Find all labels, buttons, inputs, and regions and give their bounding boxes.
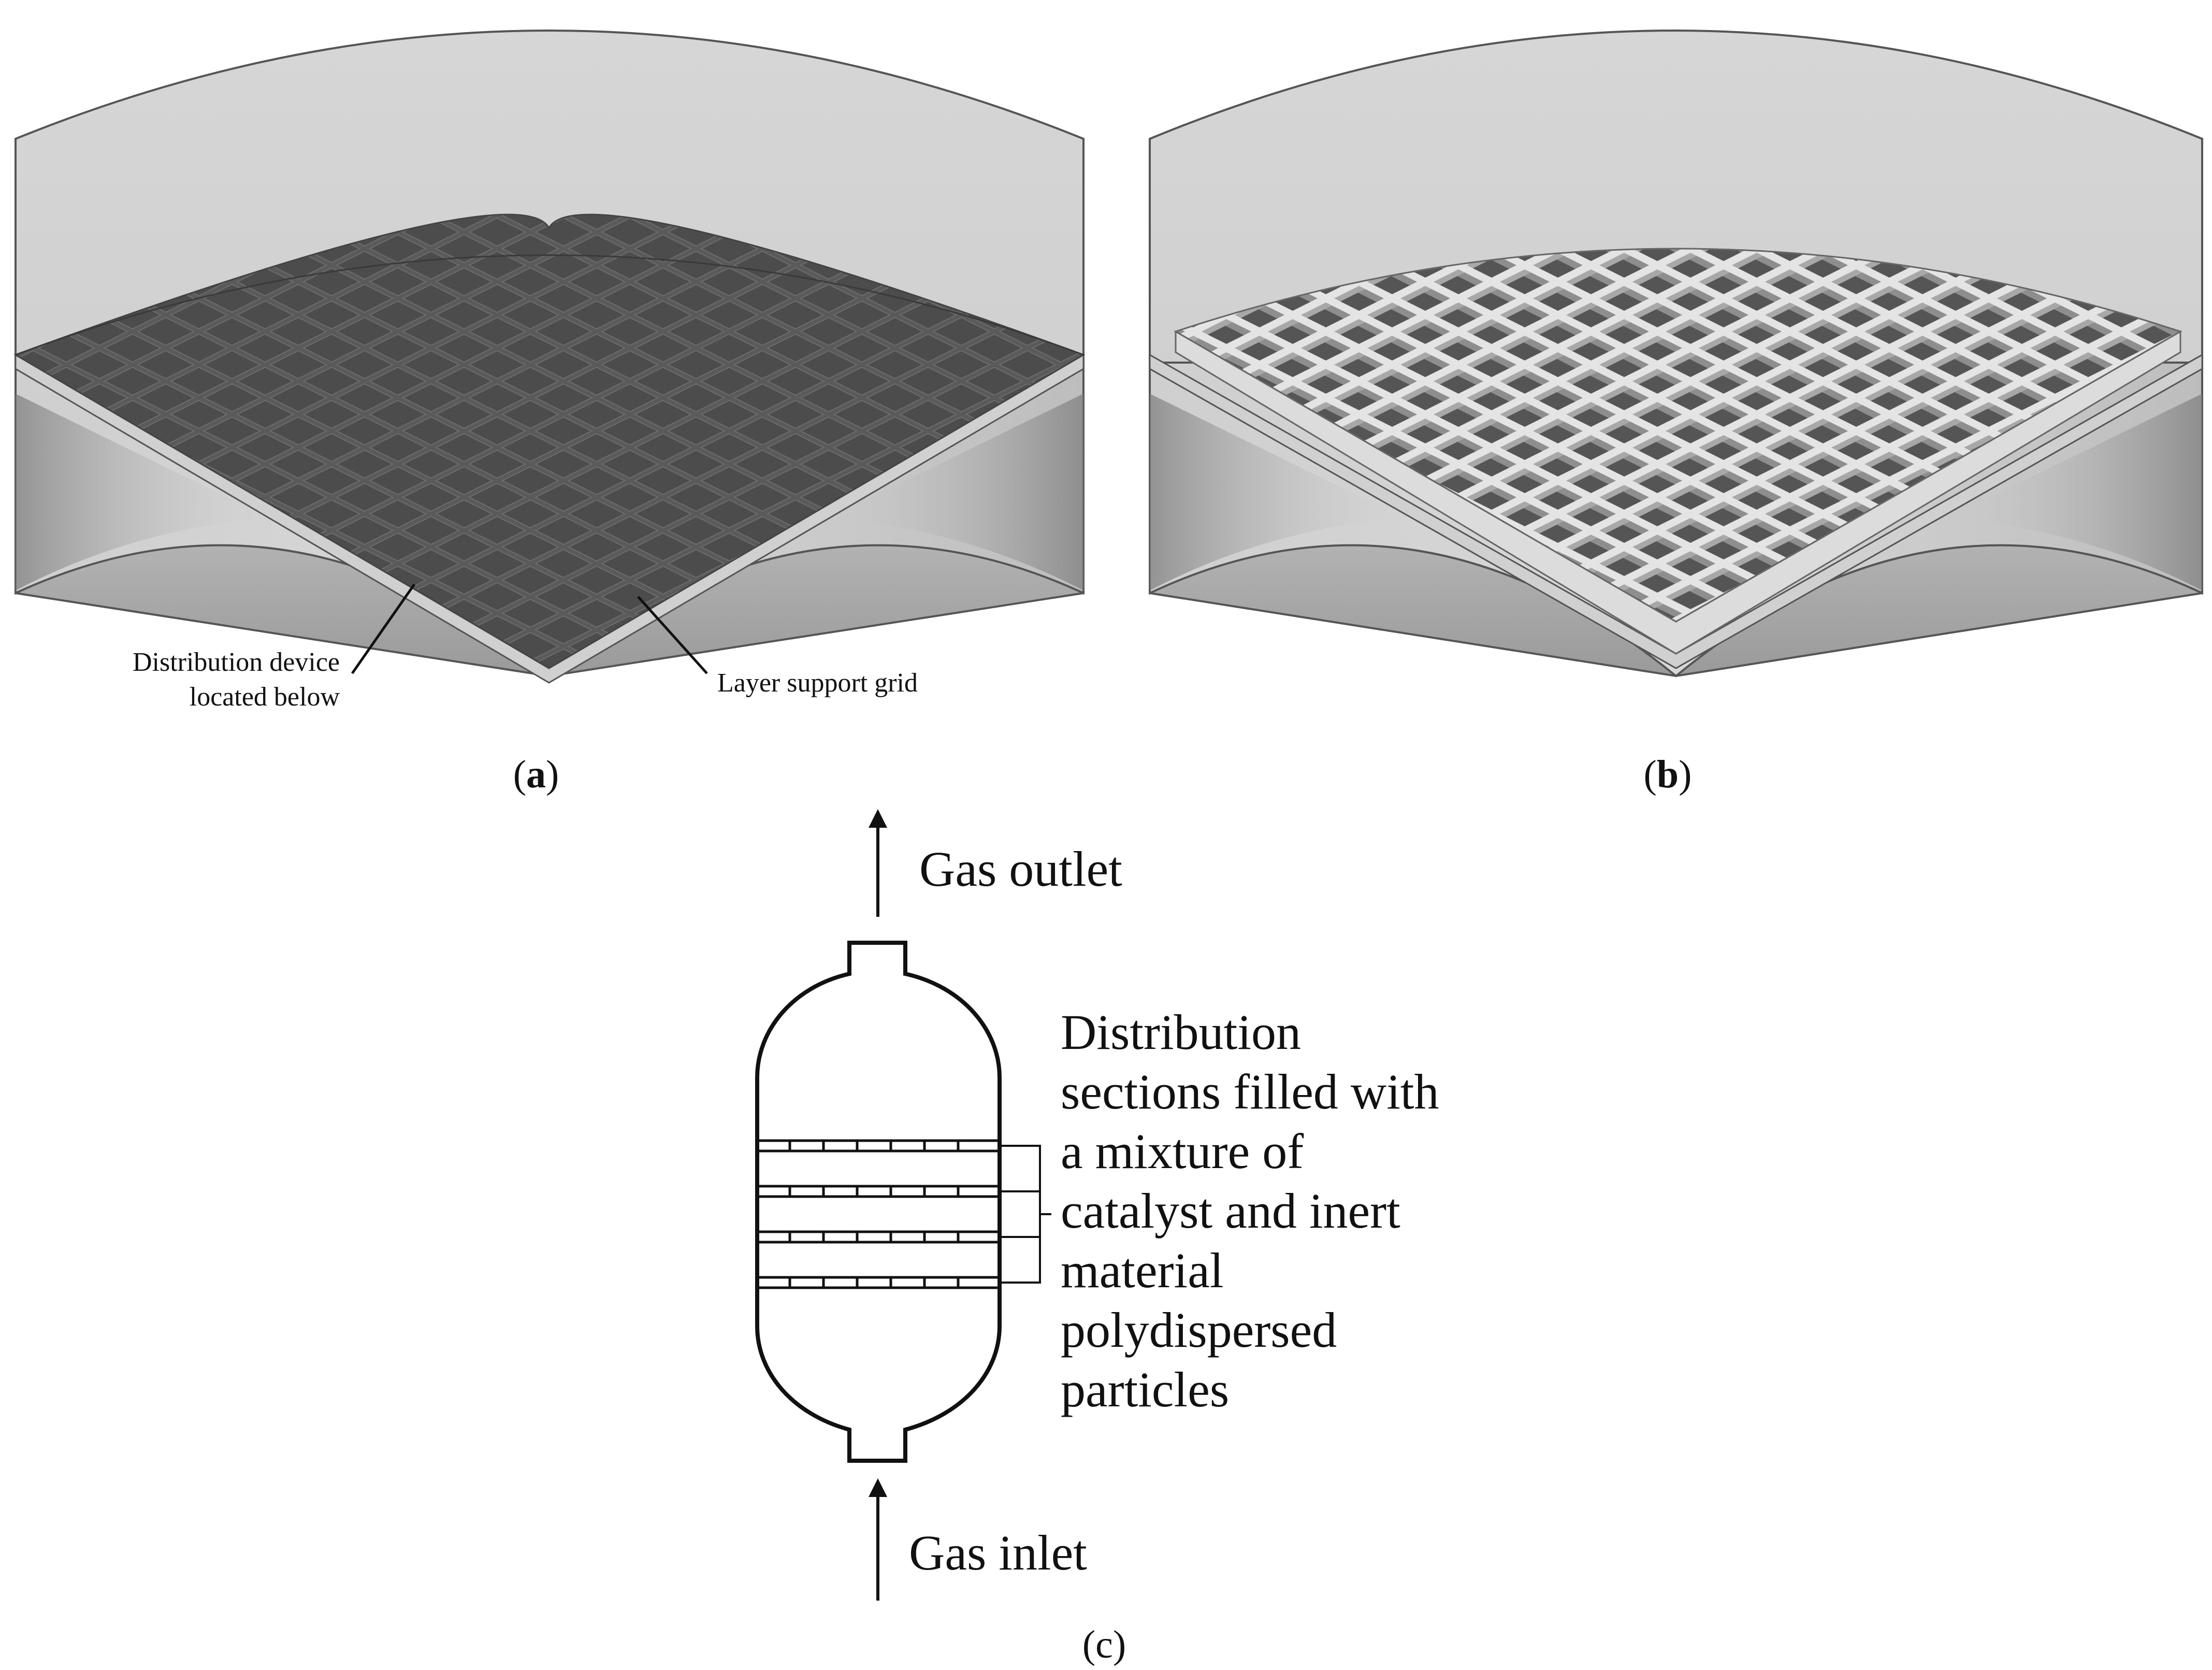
description-line-5: material [1061, 1243, 1223, 1298]
description-line-1: Distribution [1061, 1004, 1301, 1060]
distribution-section [757, 1185, 1000, 1198]
panel-a: Distribution device located below Layer … [13, 30, 1086, 796]
distribution-section [757, 1139, 1000, 1153]
panel-c [755, 809, 1051, 1601]
panel-b-grid-surface [1174, 248, 2182, 623]
panel-a-label-grid: Layer support grid [717, 668, 918, 698]
gas-outlet-label: Gas outlet [919, 841, 1122, 897]
panel-b-caption: (b) [1644, 753, 1692, 796]
sections-bracket [1000, 1145, 1051, 1284]
panel-a-plate-surface [13, 213, 1086, 669]
panel-a-lower-shadow-right [829, 394, 1083, 591]
description-line-6: polydispersed [1061, 1302, 1337, 1358]
panel-a-caption: (a) [513, 753, 559, 796]
description-line-4: catalyst and inert [1061, 1183, 1400, 1239]
panel-b-lower-shadow-right [1947, 394, 2202, 591]
panel-a-label-distribution-line1: Distribution device [133, 647, 340, 677]
gas-inlet-label: Gas inlet [909, 1525, 1087, 1580]
panel-a-lower-shadow-left [16, 394, 269, 591]
description-line-3: a mixture of [1061, 1124, 1304, 1179]
panel-c-labels: Gas outlet Gas inlet Distribution sectio… [909, 841, 1439, 1666]
distribution-sections [757, 1139, 1000, 1289]
description-line-7: particles [1061, 1362, 1229, 1417]
panel-c-caption: (c) [1082, 1623, 1126, 1666]
description-line-2: sections filled with [1061, 1064, 1439, 1119]
panel-b-lower-shadow-left [1150, 394, 1404, 591]
panel-a-label-distribution-line2: located below [190, 682, 340, 712]
distribution-section [757, 1230, 1000, 1244]
distribution-section [757, 1276, 1000, 1289]
panel-a-leader-grid [637, 596, 708, 674]
panel-a-leader-distribution [351, 583, 416, 674]
vessel-outline [755, 941, 1002, 1463]
panel-b: (b) [1149, 30, 2203, 796]
